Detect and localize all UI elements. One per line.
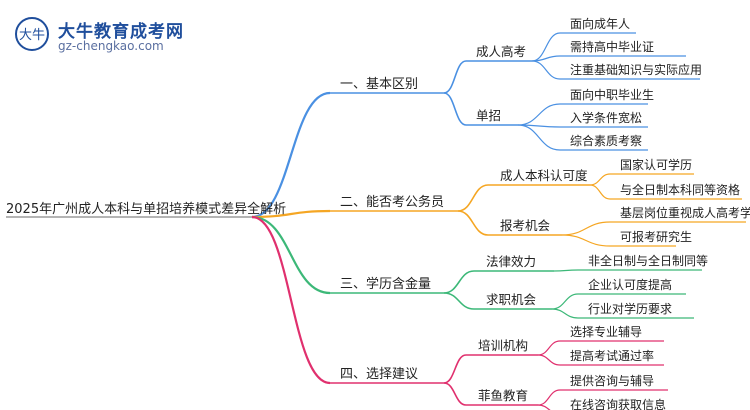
leaf-edge bbox=[553, 269, 579, 272]
subtopic-node[interactable]: 法律效力 bbox=[486, 254, 536, 269]
branch-edge bbox=[251, 215, 331, 385]
leaf-edge bbox=[589, 184, 611, 200]
subtopic-node[interactable]: 成人本科认可度 bbox=[500, 168, 588, 183]
leaf-node[interactable]: 非全日制与全日制同等 bbox=[588, 253, 708, 268]
leaf-node[interactable]: 行业对学历要求 bbox=[588, 301, 672, 316]
leaf-node[interactable]: 基层岗位重视成人高考学历 bbox=[620, 205, 750, 220]
leaf-node[interactable]: 选择专业辅导 bbox=[570, 324, 642, 339]
branch-node[interactable]: 三、学历含金量 bbox=[340, 276, 431, 292]
leaf-node[interactable]: 可报考研究生 bbox=[620, 229, 692, 244]
brand-url: gz-chengkao.com bbox=[58, 39, 164, 53]
subtopic-node[interactable]: 报考机会 bbox=[500, 218, 551, 233]
mind-map-edges bbox=[251, 32, 611, 410]
leaf-node[interactable]: 综合素质考察 bbox=[570, 133, 642, 148]
subtopic-node[interactable]: 菲鱼教育 bbox=[478, 388, 528, 403]
leaf-node[interactable]: 提供咨询与辅导 bbox=[570, 373, 654, 388]
leaf-edge bbox=[531, 60, 561, 80]
branch-edge bbox=[251, 209, 331, 219]
branch-node[interactable]: 四、选择建议 bbox=[340, 367, 418, 382]
branch-node[interactable]: 一、基本区别 bbox=[340, 77, 418, 92]
leaf-edge bbox=[561, 221, 611, 236]
brand-title: 大牛教育成考网 bbox=[58, 22, 184, 42]
subtopic-edge bbox=[457, 184, 489, 212]
subtopic-edge bbox=[443, 354, 467, 384]
leaf-edge bbox=[537, 340, 561, 356]
subtopic-edge bbox=[443, 270, 475, 294]
leaf-edge bbox=[517, 124, 561, 151]
root-node[interactable]: 2025年广州成人本科与单招培养模式差异全解析 bbox=[6, 201, 286, 217]
leaf-edge bbox=[551, 308, 579, 319]
leaf-edge bbox=[551, 293, 579, 310]
leaf-edge bbox=[537, 389, 561, 406]
subtopic-node[interactable]: 培训机构 bbox=[478, 338, 528, 353]
leaf-node[interactable]: 国家认可学历 bbox=[620, 157, 692, 172]
leaf-edge bbox=[589, 173, 611, 186]
subtopic-edge bbox=[443, 382, 467, 406]
leaf-edge bbox=[531, 55, 561, 62]
leaf-node[interactable]: 企业认可度提高 bbox=[588, 277, 672, 292]
leaf-node[interactable]: 面向中职毕业生 bbox=[570, 87, 654, 102]
mind-map-underlines bbox=[6, 32, 746, 406]
leaf-node[interactable]: 提高考试通过率 bbox=[570, 348, 654, 363]
subtopic-node[interactable]: 单招 bbox=[476, 108, 501, 123]
subtopic-edge bbox=[443, 292, 475, 310]
subtopic-node[interactable]: 成人高考 bbox=[476, 44, 526, 59]
branch-node[interactable]: 二、能否考公务员 bbox=[340, 194, 444, 210]
logo-mark-icon: 大牛 bbox=[15, 17, 49, 51]
leaf-edge bbox=[537, 404, 551, 410]
leaf-edge bbox=[517, 103, 561, 126]
subtopic-node[interactable]: 求职机会 bbox=[486, 292, 537, 307]
branch-edge bbox=[251, 215, 331, 295]
leaf-node[interactable]: 注重基础知识与实际应用 bbox=[570, 62, 702, 77]
leaf-node[interactable]: 需持高中毕业证 bbox=[570, 39, 654, 54]
brand-logo[interactable]: 大牛 大牛教育成考网 gz-chengkao.com bbox=[14, 16, 284, 56]
leaf-edge bbox=[531, 32, 561, 62]
leaf-node[interactable]: 面向成年人 bbox=[570, 16, 630, 31]
leaf-edge bbox=[537, 354, 561, 366]
leaf-edge bbox=[561, 234, 611, 247]
logo-mark-text: 大牛 bbox=[19, 28, 45, 43]
branch-edge bbox=[251, 91, 331, 219]
subtopic-edge bbox=[457, 210, 489, 236]
subtopic-edge bbox=[443, 60, 467, 94]
leaf-node[interactable]: 入学条件宽松 bbox=[570, 110, 642, 125]
leaf-node[interactable]: 在线咨询获取信息 bbox=[570, 397, 666, 410]
leaf-node[interactable]: 与全日制本科同等资格 bbox=[620, 182, 740, 197]
subtopic-edge bbox=[443, 92, 467, 126]
mind-map-labels: 2025年广州成人本科与单招培养模式差异全解析 一、基本区别 成人高考 面向成年人需持… bbox=[6, 16, 750, 410]
